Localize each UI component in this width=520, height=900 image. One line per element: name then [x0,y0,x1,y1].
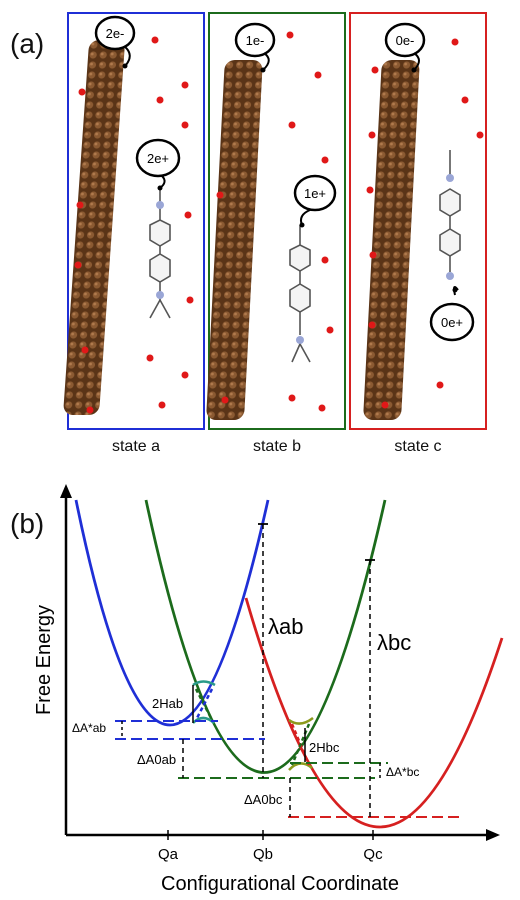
free-energy-diagram: λab λbc 2Hab 2Hbc ΔA*ab ΔA0ab ΔA*bc ΔA0b… [33,484,504,895]
hole-label-b: 1e+ [304,186,326,201]
panel-b-label: (b) [10,508,45,539]
hole-callout-c: 0e+ [429,285,475,342]
x-axis-title: Configurational Coordinate [161,873,399,895]
crossing-ab [192,680,216,724]
ligand-b [289,225,311,363]
nanotube-a [63,40,125,415]
water-molecules-a [74,36,194,414]
state-a-caption: state a [111,438,161,455]
state-c-snapshot: 0e- 0e+ [349,12,487,430]
state-b-frame [208,12,346,430]
state-a-snapshot: 2e- 2e+ [63,12,205,430]
hole-callout-a: 2e+ [135,138,181,191]
ligand-c [439,150,461,280]
delta-a-star-ab-label: ΔA*ab [72,721,106,735]
water-molecules-c [366,38,484,409]
panel-a-graphic: 2e- 2e+ [63,12,487,430]
two-h-ab-label: 2Hab [152,696,183,711]
electron-callout-c: 0e- [384,22,426,73]
state-b-snapshot: 1e- 1e+ [206,12,346,430]
delta-a-star-bc-label: ΔA*bc [386,765,419,779]
curve-state-c [244,597,504,829]
lambda-bc-label: λbc [377,630,411,655]
hole-label-a: 2e+ [147,151,169,166]
electron-label-c: 0e- [396,33,415,48]
y-axis-title: Free Energy [33,605,55,715]
x-tick-label-qa: Qa [158,846,179,863]
nanotube-c [363,60,420,420]
curve-state-b [144,499,387,774]
x-tick-label-qc: Qc [363,846,383,863]
electron-label-a: 2e- [106,26,125,41]
electron-callout-b: 1e- [234,22,276,73]
water-molecules-b [216,31,334,412]
ligand-a [149,188,171,319]
electron-callout-a: 2e- [94,15,136,69]
y-axis-arrow [60,484,72,498]
state-c-frame [349,12,487,430]
state-b-caption: state b [252,438,302,455]
delta-a-zero-ab-label: ΔA0ab [137,752,176,767]
nanotube-b [206,60,263,420]
x-axis-arrow [486,829,500,841]
hole-callout-b: 1e+ [293,174,337,228]
panel-a-label: (a) [10,28,45,59]
two-h-bc-label: 2Hbc [309,740,340,755]
state-c-caption: state c [394,438,442,455]
delta-a-zero-bc-label: ΔA0bc [244,792,283,807]
crossing-bc [288,716,314,771]
hole-label-c: 0e+ [441,315,463,330]
lambda-ab-label: λab [268,614,303,639]
state-a-frame [67,12,205,430]
x-tick-label-qb: Qb [253,846,273,863]
electron-label-b: 1e- [246,33,265,48]
curve-state-a [74,499,270,727]
